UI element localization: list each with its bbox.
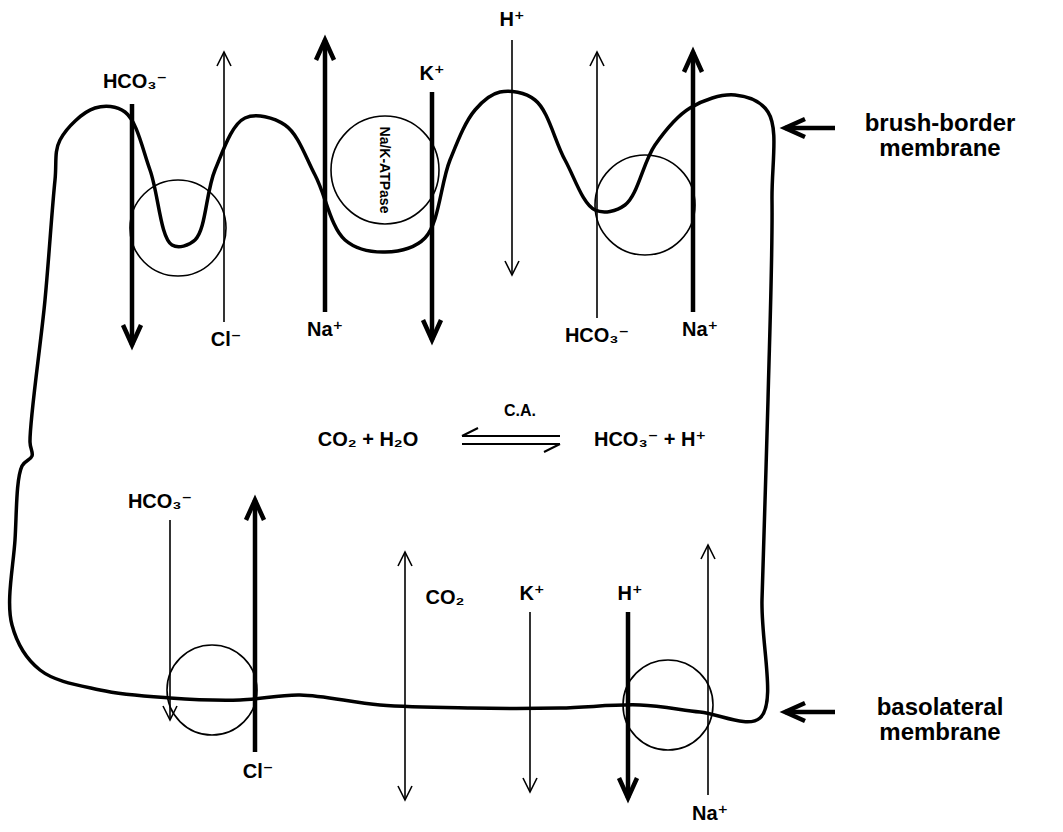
arrow-head	[505, 261, 519, 275]
ion-label: Na⁺	[307, 318, 343, 340]
arrow-head	[246, 500, 264, 520]
arrow-shaft	[404, 552, 406, 800]
arrow-shaft	[169, 520, 171, 720]
arrow-head	[163, 706, 177, 720]
ion-label: HCO₃⁻	[565, 324, 629, 346]
arrow-shaft	[253, 500, 258, 752]
arrow-shaft	[596, 52, 598, 318]
transporter-circle	[130, 180, 226, 276]
flux-arrow	[217, 52, 231, 322]
flux-arrow	[505, 40, 519, 275]
arrow-head	[523, 778, 537, 792]
equation-text: CO₂ + H₂O	[318, 428, 419, 450]
ion-label: HCO₃⁻	[128, 490, 192, 512]
pump-circle: Na/K-ATPase	[330, 115, 440, 225]
arrow-head	[398, 552, 412, 566]
arrow-head	[123, 325, 141, 345]
arrow-head	[701, 545, 715, 559]
ion-label: Na⁺	[682, 318, 718, 340]
flux-arrow	[684, 52, 702, 312]
flux-arrow	[246, 500, 264, 752]
arrow-shaft	[323, 40, 328, 312]
arrow-shaft	[430, 92, 435, 340]
flux-arrow	[398, 552, 412, 800]
arrow-shaft	[223, 52, 225, 322]
arrow-head	[398, 786, 412, 800]
arrow-shaft	[511, 40, 513, 275]
arrow-head	[316, 40, 334, 60]
transporter-circle	[167, 645, 257, 735]
pump-label: Na/K-ATPase	[378, 127, 392, 214]
enzyme-label: C.A.	[504, 402, 536, 420]
arrow-shaft	[130, 104, 135, 345]
ion-label: Cl⁻	[243, 760, 274, 782]
membrane-label: basolateral membrane	[840, 694, 1040, 744]
flux-arrow	[785, 119, 835, 137]
membrane-label: brush-border membrane	[840, 110, 1040, 160]
arrow-head	[217, 52, 231, 66]
flux-arrow	[590, 52, 604, 318]
flux-arrow	[619, 612, 637, 798]
ion-label: K⁺	[420, 62, 445, 84]
ion-label: Cl⁻	[211, 328, 242, 350]
arrow-head	[590, 52, 604, 66]
transporter-circle	[595, 155, 695, 255]
arrow-head	[619, 778, 637, 798]
arrow-shaft	[691, 52, 696, 312]
flux-arrow	[785, 703, 835, 721]
ion-label: H⁺	[618, 582, 643, 604]
equation-text: HCO₃⁻ + H⁺	[594, 428, 706, 450]
cell-membrane	[10, 91, 774, 722]
arrow-head	[785, 703, 805, 721]
ion-label: H⁺	[500, 8, 525, 30]
ion-label: Na⁺	[692, 802, 728, 824]
flux-arrow	[701, 545, 715, 795]
arrow-head	[785, 119, 805, 137]
flux-arrow	[123, 104, 141, 345]
equilibrium-arrow	[462, 428, 560, 452]
arrow-shaft	[626, 612, 631, 798]
ion-label: K⁺	[520, 582, 545, 604]
arrow-shaft	[529, 612, 531, 792]
ion-label: HCO₃⁻	[103, 70, 167, 92]
flux-arrow	[523, 612, 537, 792]
ion-label: CO₂	[426, 586, 465, 608]
flux-arrow	[163, 520, 177, 720]
arrow-head	[684, 52, 702, 72]
transporter-circle	[623, 660, 713, 750]
arrow-head	[423, 320, 441, 340]
flux-arrow	[423, 92, 441, 340]
arrow-shaft	[707, 545, 709, 795]
